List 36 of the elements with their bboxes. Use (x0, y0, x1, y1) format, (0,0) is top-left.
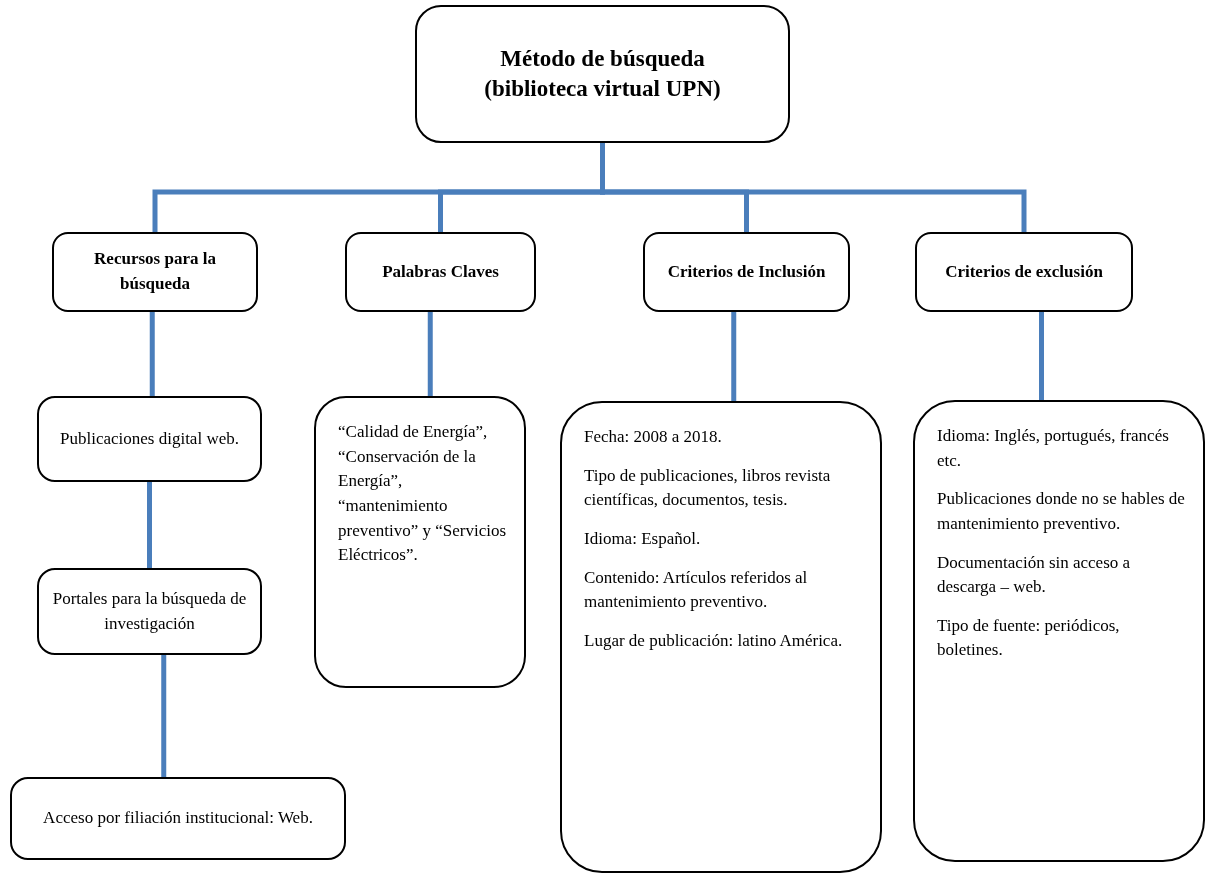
text-box (37, 396, 262, 482)
node-text: Lugar de publicación: latino América. (584, 629, 844, 652)
text-box (913, 400, 1205, 862)
node-text: Publicaciones donde no se hables de mantenimiento preventivo. (937, 488, 1186, 535)
heading-box (643, 232, 850, 312)
node-text: Portales para la búsqueda de investigación (51, 587, 248, 635)
node-text: Criterios de exclusión (944, 260, 1104, 283)
connector-line (1039, 312, 1044, 400)
node-text: Idioma: Español. (584, 527, 702, 550)
node-text: Documentación sin acceso a descarga – web. (937, 551, 1132, 599)
heading-box (52, 232, 258, 312)
connector-line (427, 312, 433, 396)
node-text: Tipo de fuente: periódicos, boletines. (937, 614, 1121, 662)
node-text: Contenido: Artículos referidos al mantenimiento preventivo. (584, 566, 809, 614)
node-text: Idioma: Inglés, portugués, francés etc. (937, 425, 1170, 472)
node-text: Palabras Claves (381, 260, 500, 283)
node-text: Fecha: 2008 a 2018. (584, 426, 723, 448)
heading-box (345, 232, 536, 312)
connector-line (731, 312, 737, 401)
connector-line (600, 143, 1027, 232)
node-text: Acceso por filiación institucional: Web. (42, 807, 314, 830)
connector-line (161, 655, 167, 777)
text-box (560, 401, 882, 873)
node-text: Tipo de publicaciones, libros revista científicas, documentos, tesis. (584, 464, 832, 512)
text-box (314, 396, 526, 688)
node-text: “Calidad de Energía”, “Conservación de la Energía”, “mantenimiento preventivo” y “Servicios Eléctricos”. (338, 421, 508, 567)
node-text: Recursos para la búsqueda (93, 248, 217, 295)
node-text: Criterios de Inclusión (666, 260, 827, 283)
heading-box (415, 5, 790, 143)
text-box (10, 777, 346, 860)
heading-box (915, 232, 1133, 312)
connector-line (149, 312, 155, 396)
connector-line (147, 482, 152, 568)
node-text: Método de búsqueda (biblioteca virtual UPN) (483, 45, 722, 103)
text-box (37, 568, 262, 655)
node-text: Publicaciones digital web. (59, 427, 240, 450)
